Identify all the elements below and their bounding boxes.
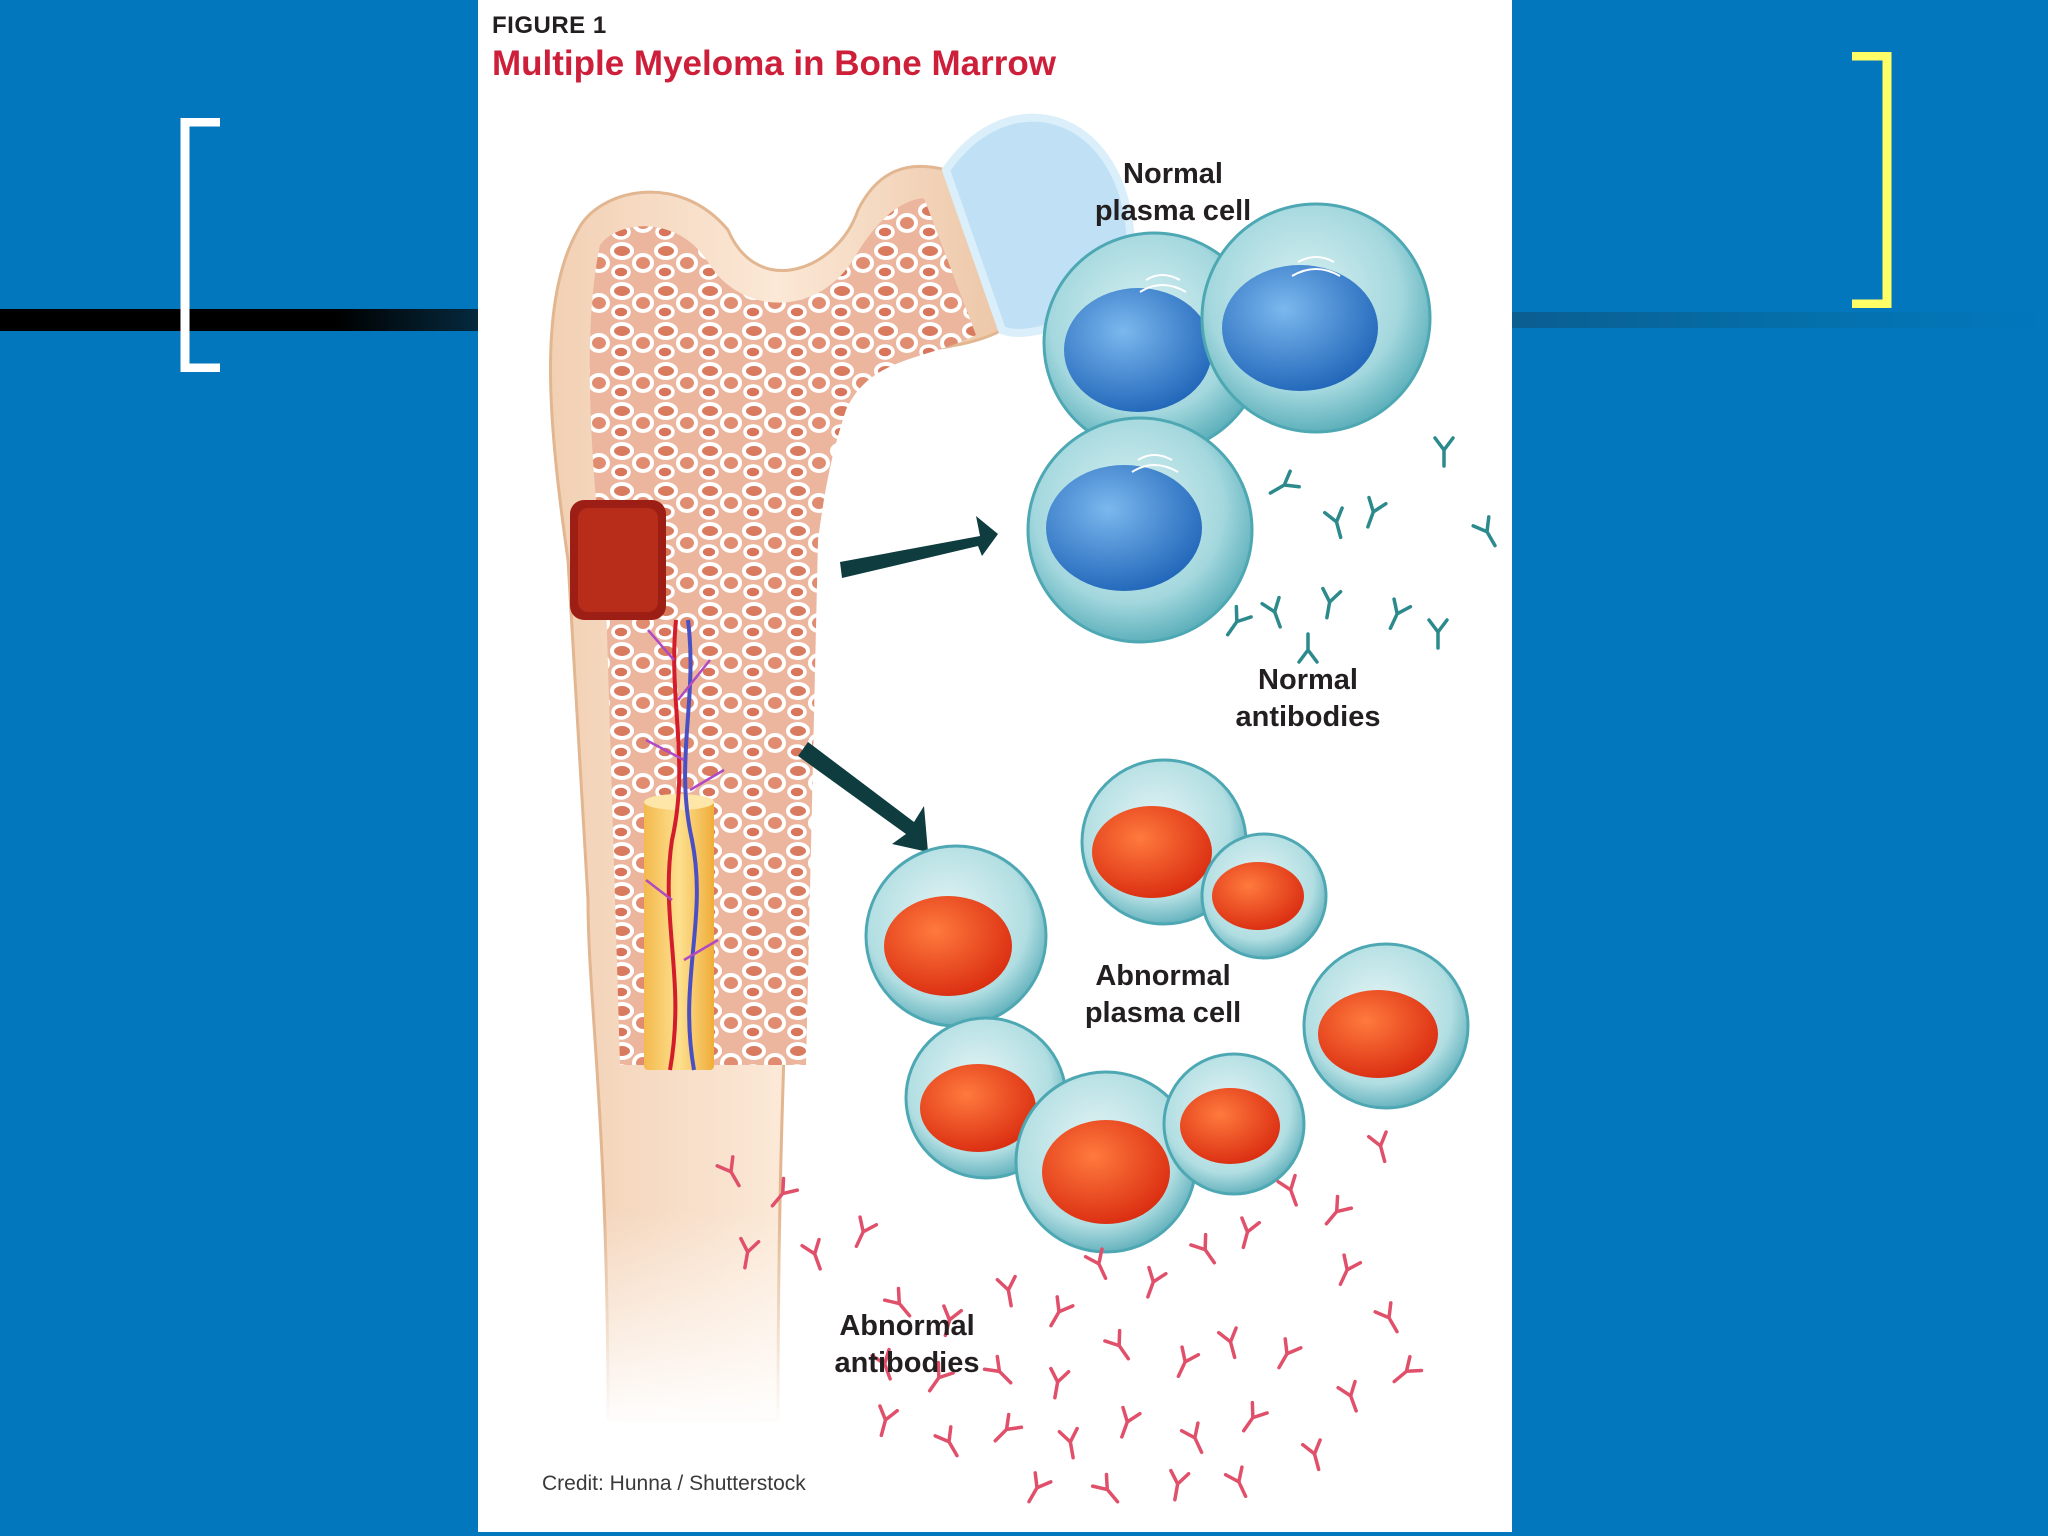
left-bracket-icon [180,118,220,372]
label-line: plasma cell [1084,997,1242,1029]
bone-icon [549,113,1135,1430]
figure-illustration [549,113,1505,1510]
label-line: plasma cell [1094,195,1252,227]
horizontal-rule-right [1512,312,2048,328]
horizontal-rule-left [0,309,480,331]
normal-antibodies-group [1218,436,1505,664]
abnormal-plasma-cell-icon [864,758,1470,1254]
figure-title: Multiple Myeloma in Bone Marrow [492,44,1056,83]
credit-line: Credit: Hunna / Shutterstock [542,1472,806,1495]
right-bracket-icon [1852,52,1892,308]
label-abnormal-plasma-cell: Abnormal plasma cell [1038,958,1288,1032]
arrow-icon [798,516,998,852]
label-normal-antibodies: Normal antibodies [1198,662,1418,736]
label-abnormal-antibodies: Abnormal antibodies [802,1308,1012,1382]
label-line: Normal [1123,158,1223,190]
normal-plasma-cell-icon [1026,202,1432,644]
label-line: Abnormal [1095,960,1231,992]
label-line: Abnormal [839,1310,975,1342]
figure-label: FIGURE 1 [492,12,607,39]
label-line: Normal [1258,664,1358,696]
label-normal-plasma-cell: Normal plasma cell [1038,156,1308,230]
label-line: antibodies [834,1347,980,1379]
figure-panel: FIGURE 1 Multiple Myeloma in Bone Marrow… [478,0,1512,1532]
label-line: antibodies [1235,701,1381,733]
